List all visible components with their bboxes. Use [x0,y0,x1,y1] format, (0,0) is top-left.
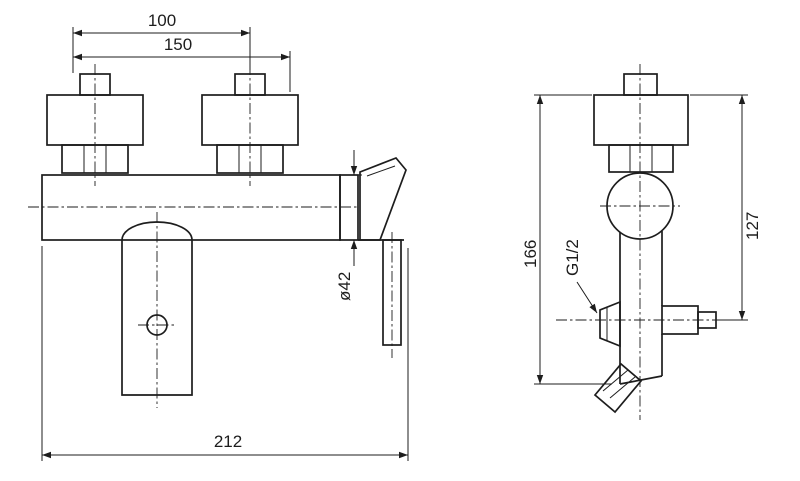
side-escutcheon [593,94,689,146]
dim-label-bolt-spacing: 100 [148,11,176,30]
mixer-body [41,174,341,241]
left-hex-nut [61,144,129,174]
side-top-nut [623,73,658,96]
thread-leader [576,281,598,314]
angled-hose-outlet [593,362,643,414]
body-end-housing [339,174,359,241]
front-view: 100 150 ø42 212 [28,11,409,461]
right-hex-nut [216,144,284,174]
dim-label-total-height: 166 [521,240,540,268]
nipple-body [599,300,621,348]
side-mount [593,73,689,173]
dim-label-mount-spacing: 150 [164,35,192,54]
spout-body [121,221,193,396]
outlet-nipple [599,300,621,348]
front-right-mount [201,64,299,186]
side-hex-nut [608,144,674,173]
dim-label-outlet-offset: 127 [743,212,762,240]
front-left-mount [46,64,144,186]
dim-label-overall-width: 212 [214,432,242,451]
bath-spout [121,212,193,408]
shower-outlet-pipe [382,232,402,358]
side-view: 166 G1/2 127 [521,64,762,420]
dim-label-outlet-thread: G1/2 [563,239,582,276]
lever-handle [358,156,407,241]
side-body-tube [619,231,663,385]
lever [359,156,407,241]
dim-label-body-diameter: ø42 [335,272,354,301]
front-dimensions: 100 150 ø42 212 [41,11,409,461]
side-dimensions: 166 G1/2 127 [521,94,762,385]
hose-outlet-body [593,362,643,414]
